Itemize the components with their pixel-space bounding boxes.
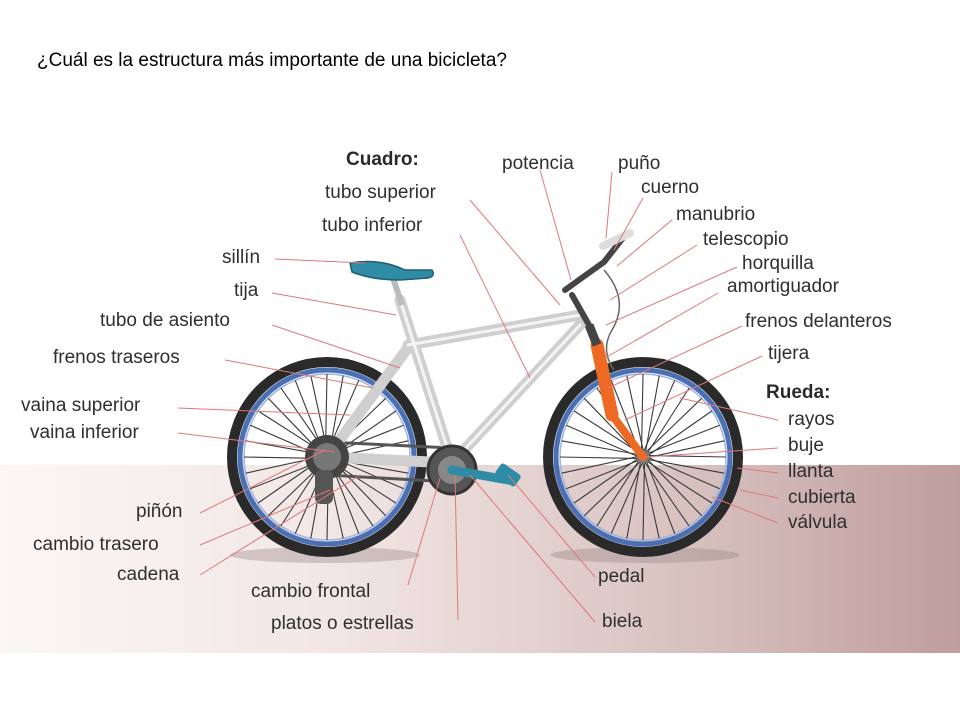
label-cambio-frontal: cambio frontal [251,581,371,602]
label-cubierta: cubierta [788,487,856,508]
ground-background [0,465,960,653]
label-rayos: rayos [788,409,835,430]
label-telescopio: telescopio [703,229,789,250]
spoke [644,462,690,527]
spoke [566,424,638,457]
spoke [647,387,690,454]
label-tija: tija [234,280,259,301]
spoke [573,410,640,453]
label-puno: puño [618,153,661,174]
spoke [626,462,641,539]
bicycle-diagram: Cuadro: tubo superior tubo inferior sill… [0,130,960,653]
front-rim [553,367,733,547]
spoke [647,459,703,517]
spoke [647,424,720,454]
label-buje: buje [788,435,824,456]
label-frenos-delanteros: frenos delanteros [745,311,892,332]
label-biela: biela [602,611,643,632]
label-horquilla: horquilla [742,253,814,274]
label-tijera: tijera [768,343,810,364]
spoke [645,397,703,453]
spoke [642,462,646,541]
front-tire [543,357,743,557]
spoke [642,462,660,539]
label-potencia: potencia [502,153,574,174]
label-manubrio: manubrio [676,204,756,225]
spoke [646,461,713,504]
spoke [648,459,725,474]
label-tubo-inferior: tubo inferior [322,215,423,236]
label-vaina-inferior: vaina inferior [30,422,139,443]
saddle [349,260,435,281]
spoke [583,461,641,517]
spoke [596,460,639,527]
label-platos: platos o estrellas [271,613,414,634]
label-sillin: sillín [222,247,261,268]
spoke [566,460,639,490]
label-tubo-superior: tubo superior [325,182,436,203]
front-wheel [543,357,743,557]
crank-arm [447,465,513,485]
header-rueda: Rueda: [766,382,831,403]
label-llanta: llanta [788,461,834,482]
spoke [561,456,638,474]
label-cambio-trasero: cambio trasero [33,534,159,555]
label-tubo-de-asiento: tubo de asiento [100,310,230,331]
spoke [583,397,639,455]
label-cadena: cadena [117,564,180,585]
spoke [559,456,638,460]
label-frenos-traseros: frenos traseros [53,347,180,368]
label-valvula: válvula [788,512,848,533]
label-cuerno: cuerno [641,177,700,198]
fork [584,323,647,461]
spoke [573,458,638,504]
label-pinon: piñón [136,501,183,522]
header-cuadro: Cuadro: [346,149,419,170]
spoke [648,440,725,458]
spoke [626,375,644,452]
grip [599,229,634,250]
spoke [643,380,676,452]
label-pedal: pedal [598,566,645,587]
bicycle-illustration [177,169,779,623]
seat-stay [321,339,416,463]
leader-lines [177,169,779,623]
page-title: ¿Cuál es la estructura más importante de… [37,50,507,71]
spoke [640,373,644,452]
spoke [646,461,676,534]
spoke [645,375,660,452]
label-vaina-superior: vaina superior [21,395,141,416]
spoke [561,440,638,455]
spoke [648,457,720,490]
spoke [610,462,643,534]
spoke [648,410,713,456]
rear-derailleur [305,435,349,504]
brake-cable [603,269,621,371]
label-amortiguador: amortiguador [727,276,839,297]
